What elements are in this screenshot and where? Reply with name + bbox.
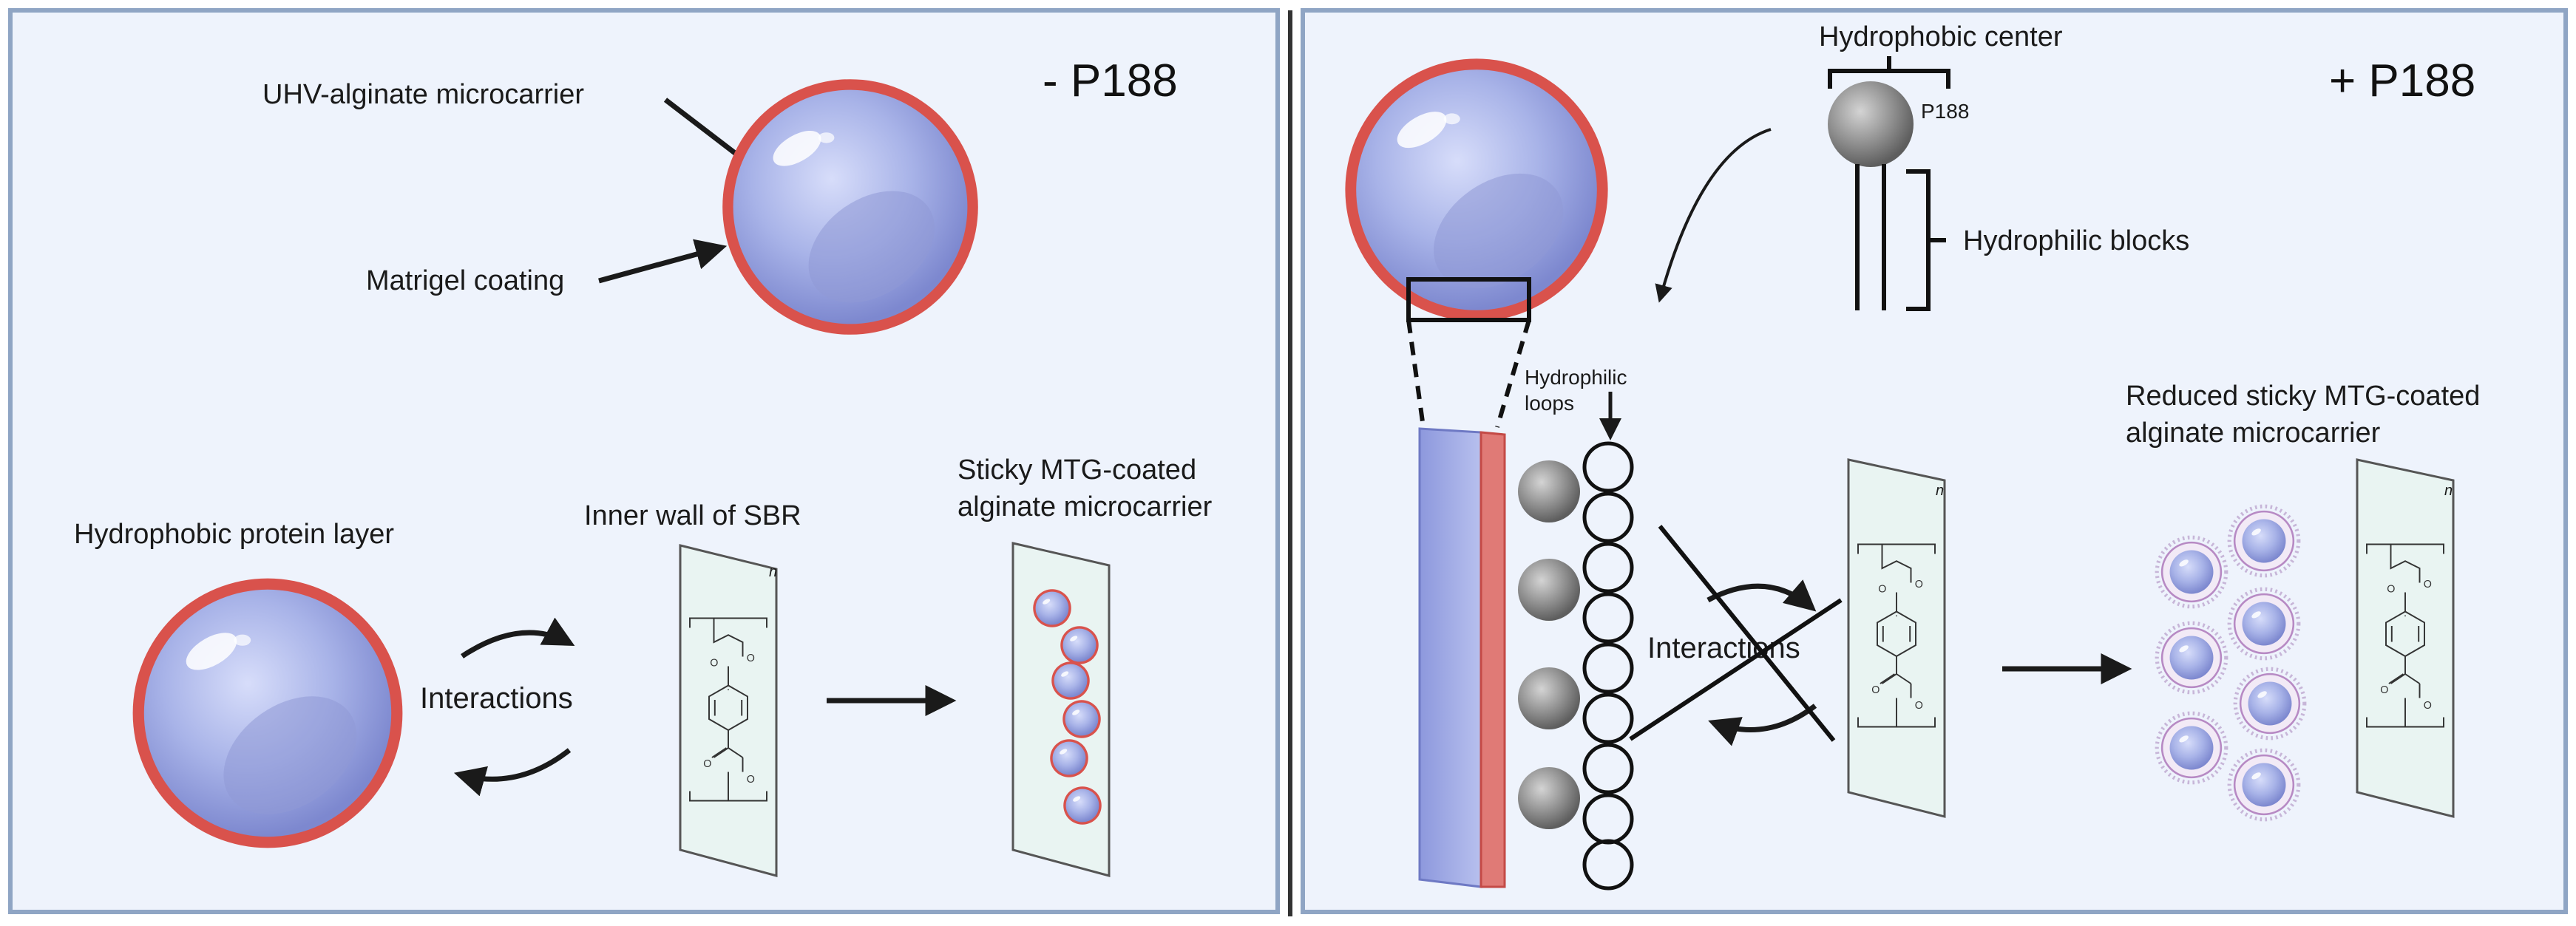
wall-label: Inner wall of SBR <box>584 500 801 531</box>
microcarrier-sphere-bottom <box>132 578 403 848</box>
sticky-microcarrier <box>1062 700 1101 738</box>
sticky-microcarrier <box>1063 786 1102 825</box>
reactor-wall-sheet-reduced <box>2356 458 2455 818</box>
hydrophobic-bead <box>1518 667 1580 729</box>
zoom-line-right <box>1495 319 1531 428</box>
microcarrier-sphere-top <box>722 79 978 335</box>
loops-label-line2: loops <box>1525 392 1574 415</box>
right-interactions-label: Interactions <box>1647 632 1800 664</box>
hydrophobic-center-bracket <box>1828 56 1950 89</box>
zoom-region-box <box>1406 277 1531 322</box>
left-condition-label: - P188 <box>1043 55 1178 106</box>
reactor-wall-sheet-left <box>679 544 778 877</box>
coating-label: Matrigel coating <box>366 265 564 296</box>
interaction-block-cross <box>1629 598 1843 741</box>
right-interaction-arrow-forward <box>1706 579 1817 612</box>
hydrophilic-blocks-label: Hydrophilic blocks <box>1963 225 2189 256</box>
right-condition-label: + P188 <box>2329 55 2475 106</box>
interaction-arrow-forward <box>461 617 575 658</box>
p188-adsorption-arrow <box>1655 128 1772 303</box>
hydrophilic-loop <box>1582 542 1634 593</box>
sticky-microcarrier <box>1051 661 1090 700</box>
hydrophilic-loop <box>1582 743 1634 794</box>
hydrophobic-bead <box>1518 559 1580 621</box>
sticky-label-line1: Sticky MTG-coated <box>957 455 1196 486</box>
hydrophilic-loop <box>1582 441 1634 493</box>
p188-label: P188 <box>1921 100 1969 123</box>
sticky-label-line2: alginate microcarrier <box>957 491 1213 522</box>
coating-pointer-arrow <box>598 239 728 284</box>
loops-label-line1: Hydrophilic <box>1525 366 1627 389</box>
zoom-line-left <box>1406 319 1426 428</box>
reactor-wall-sheet-right <box>1847 458 1946 818</box>
right-polymer-subscript-a: n <box>1936 483 1944 499</box>
left-interactions-label: Interactions <box>420 682 573 715</box>
protein-layer-label: Hydrophobic protein layer <box>74 519 394 550</box>
hydrophilic-loop <box>1582 491 1634 543</box>
p188-adsorbed-column <box>1518 441 1634 891</box>
hydrophobic-center-label: Hydrophobic center <box>1819 21 2063 52</box>
wall-section-core <box>1418 427 1482 888</box>
sticky-microcarrier <box>1033 589 1071 627</box>
reduced-label-line1: Reduced sticky MTG-coated <box>2126 381 2480 412</box>
right-interaction-arrow-backward <box>1708 704 1817 746</box>
hydrophilic-loop <box>1582 692 1634 744</box>
left-polymer-subscript: n <box>769 564 777 580</box>
hydrophilic-loop <box>1582 839 1634 891</box>
hydrophilic-loop <box>1582 642 1634 694</box>
right-polymer-subscript-b: n <box>2444 483 2453 499</box>
hydrophobic-bead <box>1518 767 1580 829</box>
sticky-microcarrier <box>1050 739 1088 777</box>
reduced-label-line2: alginate microcarrier <box>2126 418 2381 449</box>
hydrophobic-bead <box>1518 460 1580 522</box>
p188-hydrophobic-bead <box>1828 81 1914 167</box>
wall-section-coating <box>1479 431 1506 888</box>
microcarrier-label: UHV-alginate microcarrier <box>262 79 584 110</box>
interaction-block-cross <box>1658 525 1836 742</box>
sticky-microcarrier <box>1060 626 1099 664</box>
interaction-arrow-backward <box>453 748 572 797</box>
hydrophilic-loop <box>1582 592 1634 644</box>
microcarrier-sphere-right <box>1345 58 1608 321</box>
